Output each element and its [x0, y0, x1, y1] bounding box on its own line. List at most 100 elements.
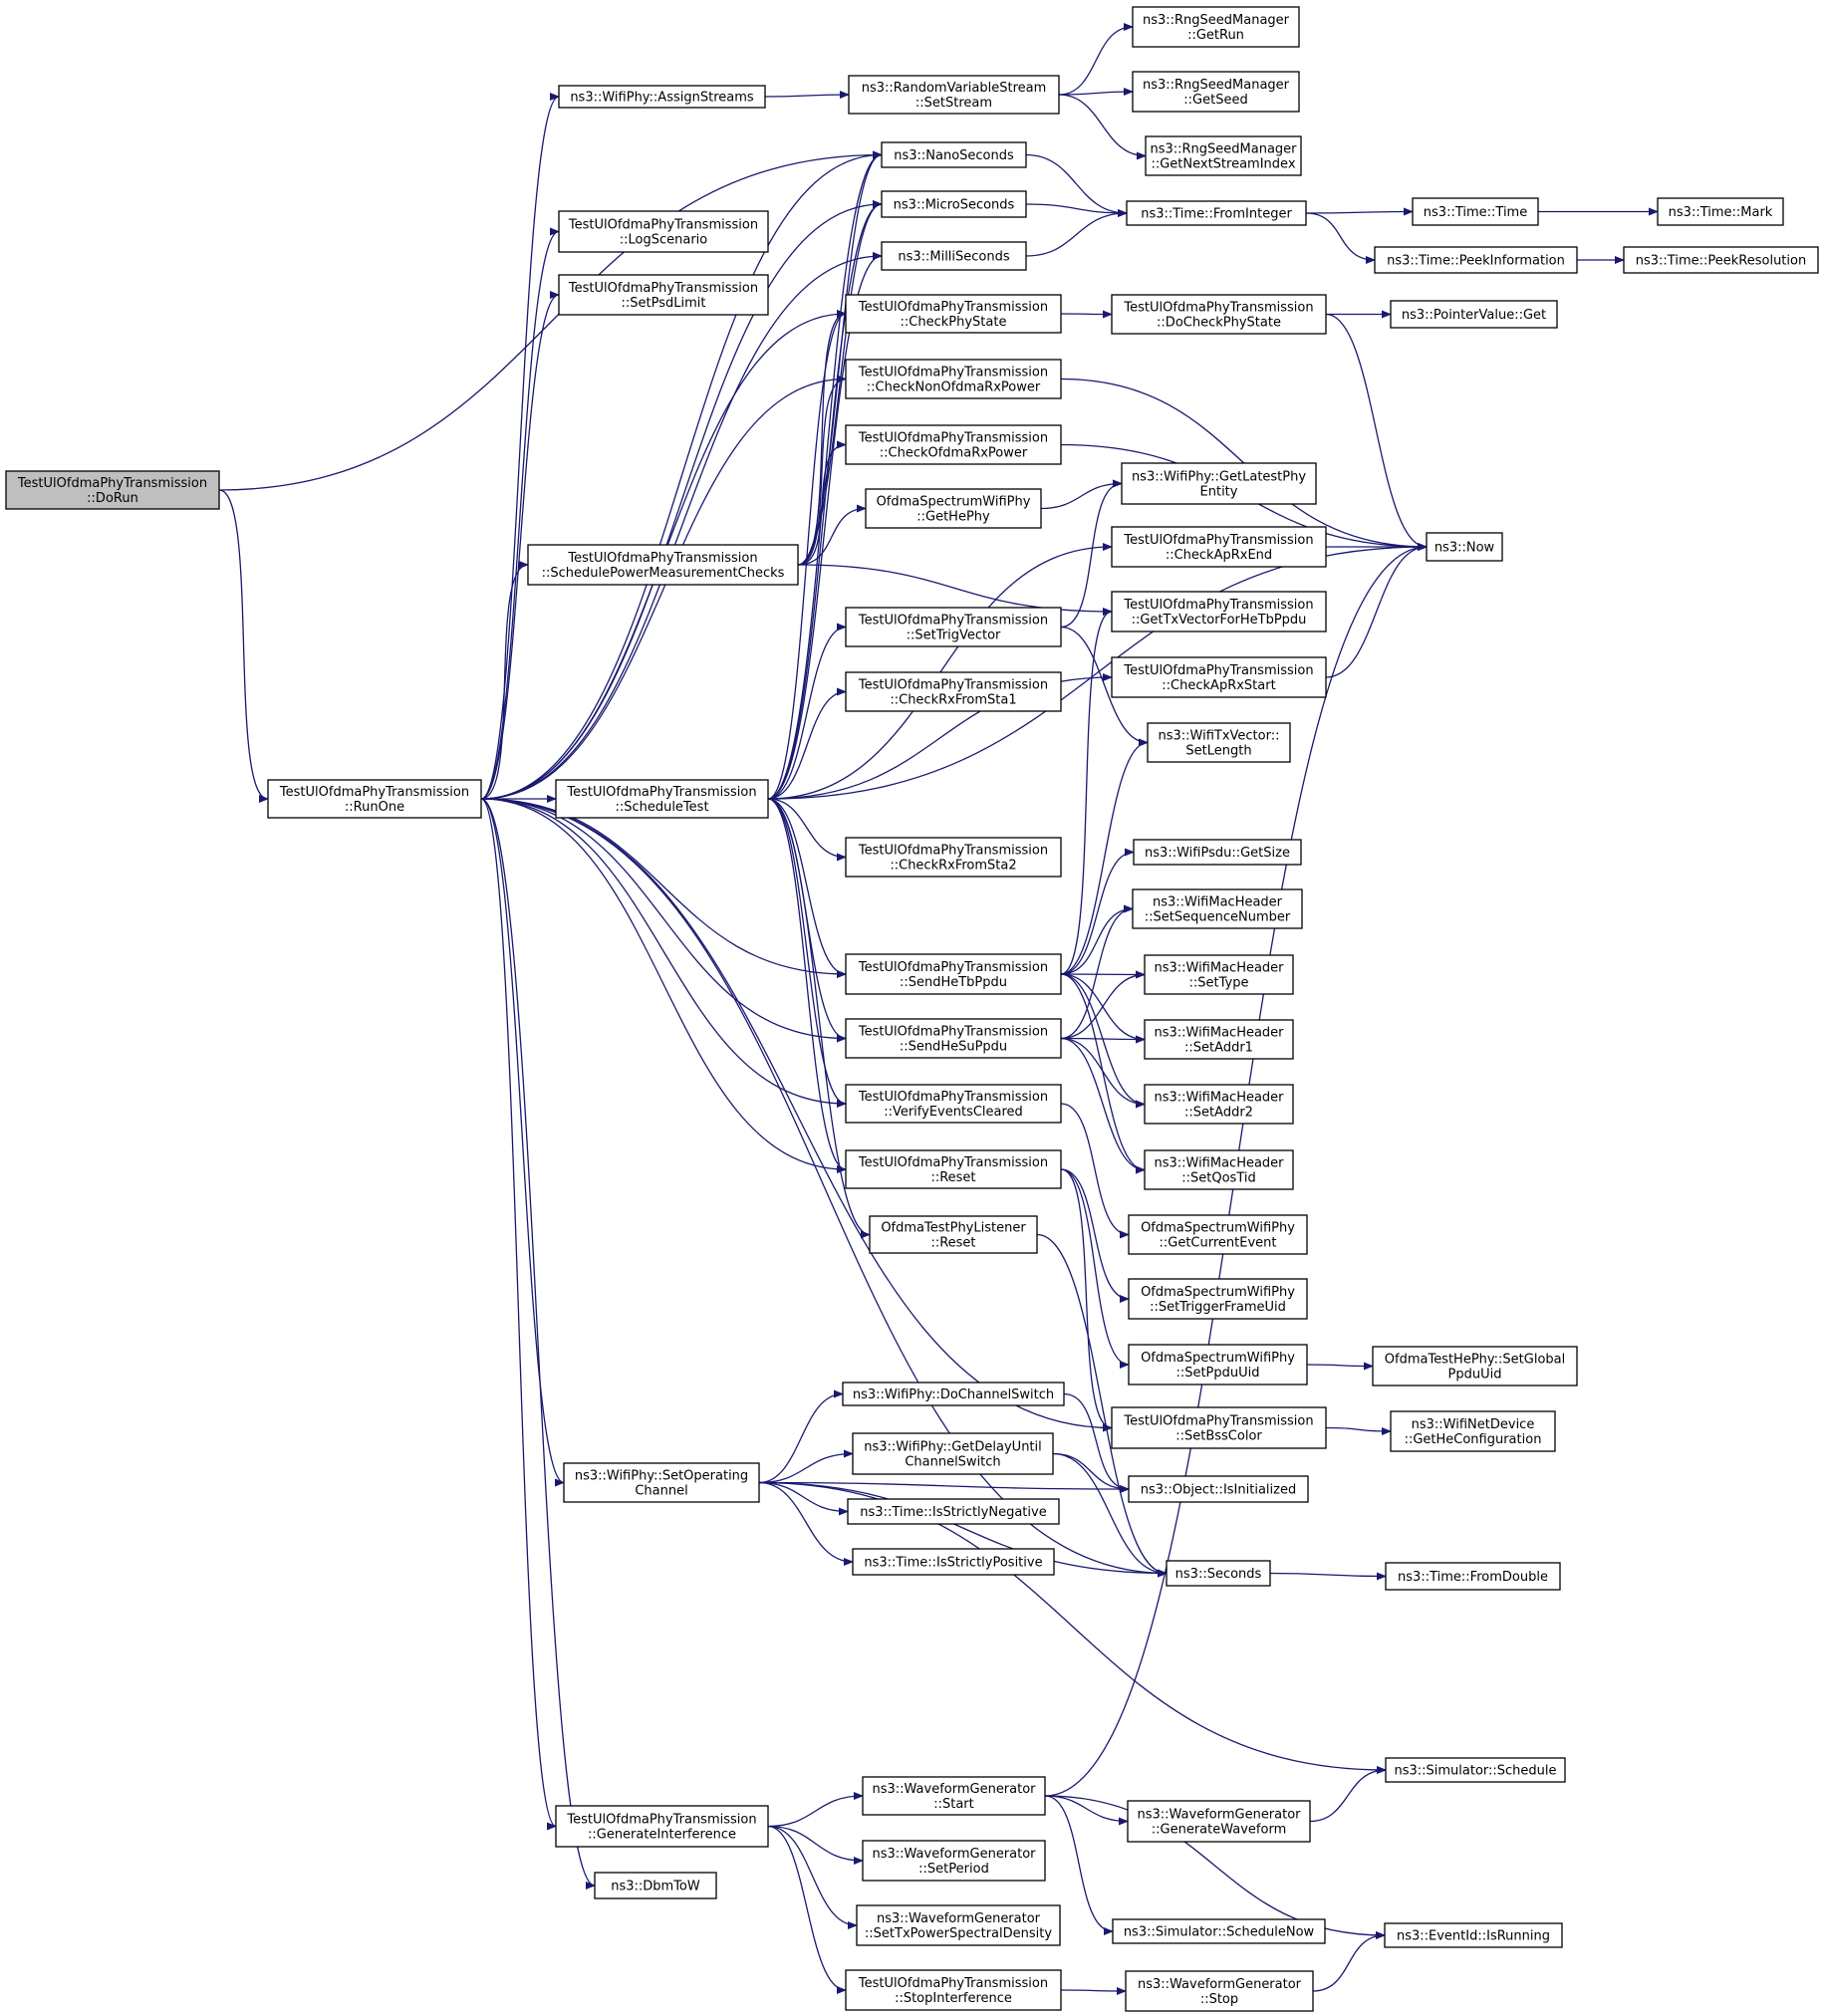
node-do-run[interactable]: TestUlOfdmaPhyTransmission::DoRun [5, 470, 220, 510]
node-box [845, 671, 1062, 712]
node-time-peek-info[interactable]: ns3::Time::PeekInformation [1374, 246, 1578, 274]
node-box [527, 544, 799, 586]
node-check-non-ofdma[interactable]: TestUlOfdmaPhyTransmission::CheckNonOfdm… [845, 359, 1062, 399]
node-rng-next-stream[interactable]: ns3::RngSeedManager::GetNextStreamIndex [1145, 135, 1302, 176]
node-label-line: ::DoRun [87, 491, 138, 506]
node-get-tx-vector[interactable]: TestUlOfdmaPhyTransmission::GetTxVectorF… [1111, 591, 1327, 632]
node-log-scenario[interactable]: TestUlOfdmaPhyTransmission::LogScenario [558, 210, 769, 253]
node-stop-interf[interactable]: TestUlOfdmaPhyTransmission::StopInterfer… [845, 1969, 1062, 2011]
node-label-line: ::SetPpduUid [1175, 1366, 1259, 1381]
node-rng-get-run[interactable]: ns3::RngSeedManager::GetRun [1132, 6, 1300, 48]
node-pointer-get[interactable]: ns3::PointerValue::Get [1390, 300, 1558, 329]
node-check-rx-sta2[interactable]: TestUlOfdmaPhyTransmission::CheckRxFromS… [845, 837, 1062, 878]
node-wg-generate[interactable]: ns3::WaveformGenerator::GenerateWaveform [1127, 1800, 1311, 1843]
node-time-time[interactable]: ns3::Time::Time [1412, 197, 1539, 226]
node-check-ofdma[interactable]: TestUlOfdmaPhyTransmission::CheckOfdmaRx… [845, 424, 1062, 465]
node-label-line: ns3::WaveformGenerator [872, 1782, 1036, 1797]
node-event-is-running[interactable]: ns3::EventId::IsRunning [1384, 1922, 1563, 1948]
node-now[interactable]: ns3::Now [1426, 532, 1503, 562]
node-box [1390, 300, 1558, 329]
node-box [1144, 1019, 1294, 1060]
node-box [845, 424, 1062, 465]
function-nodes: TestUlOfdmaPhyTransmission::DoRunTestUlO… [5, 6, 1819, 2012]
node-milli-seconds[interactable]: ns3::MilliSeconds [881, 241, 1027, 271]
node-assign-streams[interactable]: ns3::WifiPhy::AssignStreams [558, 85, 766, 109]
call-edge-send-he-tb-to-tx-vec-set-length [1060, 738, 1149, 975]
node-label-line: ns3::RngSeedManager [1143, 78, 1290, 93]
node-label-line: TestUlOfdmaPhyTransmission [858, 960, 1048, 975]
node-mac-set-type[interactable]: ns3::WifiMacHeader::SetType [1144, 954, 1294, 995]
node-peek-resolution[interactable]: ns3::Time::PeekResolution [1623, 246, 1819, 274]
node-schedule-test[interactable]: TestUlOfdmaPhyTransmission::ScheduleTest [555, 779, 769, 819]
node-mac-set-seq[interactable]: ns3::WifiMacHeader::SetSequenceNumber [1132, 888, 1303, 929]
node-set-ppdu-uid[interactable]: OfdmaSpectrumWifiPhy::SetPpduUid [1128, 1344, 1308, 1386]
node-time-from-double[interactable]: ns3::Time::FromDouble [1385, 1562, 1561, 1591]
node-label-line: TestUlOfdmaPhyTransmission [858, 614, 1048, 629]
node-tx-vec-set-length[interactable]: ns3::WifiTxVector::SetLength [1147, 722, 1291, 763]
node-wg-stop[interactable]: ns3::WaveformGenerator::Stop [1125, 1970, 1314, 2012]
node-check-ap-rx-end[interactable]: TestUlOfdmaPhyTransmission::CheckApRxEnd [1111, 526, 1327, 568]
node-set-psd-limit[interactable]: TestUlOfdmaPhyTransmission::SetPsdLimit [558, 274, 769, 316]
node-obj-is-init[interactable]: ns3::Object::IsInitialized [1128, 1475, 1309, 1503]
node-time-mark[interactable]: ns3::Time::Mark [1657, 197, 1784, 226]
call-edge-schedule-test-to-reset-t [767, 798, 847, 1173]
node-time-from-integer[interactable]: ns3::Time::FromInteger [1126, 200, 1307, 226]
node-set-trigger-uid[interactable]: OfdmaSpectrumWifiPhy::SetTriggerFrameUid [1128, 1278, 1308, 1320]
node-label-line: ns3::WifiPsdu::GetSize [1145, 846, 1290, 861]
node-box [862, 1840, 1046, 1882]
node-wg-set-period[interactable]: ns3::WaveformGenerator::SetPeriod [862, 1840, 1046, 1882]
node-listener-reset[interactable]: OfdmaTestPhyListener::Reset [869, 1215, 1038, 1254]
node-rng-get-seed[interactable]: ns3::RngSeedManager::GetSeed [1132, 71, 1300, 113]
call-edge-send-he-tb-to-mac-set-seq [1060, 904, 1134, 975]
node-is-strictly-neg[interactable]: ns3::Time::IsStrictlyNegative [847, 1498, 1060, 1525]
node-box [1111, 591, 1327, 632]
node-check-rx-sta1[interactable]: TestUlOfdmaPhyTransmission::CheckRxFromS… [845, 671, 1062, 712]
node-sched-power[interactable]: TestUlOfdmaPhyTransmission::SchedulePowe… [527, 544, 799, 586]
node-send-he-tb[interactable]: TestUlOfdmaPhyTransmission::SendHeTbPpdu [845, 953, 1062, 995]
node-get-he-config[interactable]: ns3::WifiNetDevice::GetHeConfiguration [1390, 1410, 1556, 1452]
node-sim-schedule-now[interactable]: ns3::Simulator::ScheduleNow [1112, 1918, 1326, 1944]
call-edge-run-one-to-set-psd-limit [480, 291, 560, 800]
node-mac-set-addr1[interactable]: ns3::WifiMacHeader::SetAddr1 [1144, 1019, 1294, 1060]
node-set-trig-vector[interactable]: TestUlOfdmaPhyTransmission::SetTrigVecto… [845, 607, 1062, 647]
node-set-bss-color[interactable]: TestUlOfdmaPhyTransmission::SetBssColor [1111, 1406, 1327, 1449]
node-mac-set-qos[interactable]: ns3::WifiMacHeader::SetQosTid [1144, 1149, 1294, 1190]
node-get-current-event[interactable]: OfdmaSpectrumWifiPhy::GetCurrentEvent [1128, 1214, 1308, 1255]
node-reset-t[interactable]: TestUlOfdmaPhyTransmission::Reset [845, 1149, 1062, 1189]
node-box [1385, 1562, 1561, 1591]
node-verify-events[interactable]: TestUlOfdmaPhyTransmission::VerifyEvents… [845, 1084, 1062, 1124]
call-edge-run-one-to-seconds [480, 798, 1168, 1578]
node-run-one[interactable]: TestUlOfdmaPhyTransmission::RunOne [267, 779, 482, 819]
node-label-line: ::GetCurrentEvent [1160, 1236, 1277, 1251]
node-mac-set-addr2[interactable]: ns3::WifiMacHeader::SetAddr2 [1144, 1084, 1294, 1125]
node-wg-set-tx-psd[interactable]: ns3::WaveformGenerator::SetTxPowerSpectr… [856, 1904, 1061, 1946]
node-micro-seconds[interactable]: ns3::MicroSeconds [881, 190, 1027, 218]
node-do-channel-switch[interactable]: ns3::WifiPhy::DoChannelSwitch [842, 1382, 1065, 1406]
node-box [881, 141, 1027, 168]
node-rvs-set-stream[interactable]: ns3::RandomVariableStream::SetStream [848, 75, 1060, 115]
node-label-line: ::LogScenario [620, 233, 708, 248]
node-is-strictly-pos[interactable]: ns3::Time::IsStrictlyPositive [852, 1548, 1055, 1576]
node-check-ap-rx-start[interactable]: TestUlOfdmaPhyTransmission::CheckApRxSta… [1111, 656, 1327, 698]
node-seconds[interactable]: ns3::Seconds [1166, 1560, 1271, 1587]
node-label-line: OfdmaTestPhyListener [881, 1221, 1026, 1236]
node-dbm-to-w[interactable]: ns3::DbmToW [594, 1872, 717, 1899]
node-gen-interf[interactable]: TestUlOfdmaPhyTransmission::GenerateInte… [555, 1805, 769, 1848]
node-nano-seconds[interactable]: ns3::NanoSeconds [881, 141, 1027, 168]
node-get-he-phy[interactable]: OfdmaSpectrumWifiPhy::GetHePhy [865, 488, 1042, 529]
node-do-check-phy-state[interactable]: TestUlOfdmaPhyTransmission::DoCheckPhySt… [1111, 294, 1327, 335]
node-wg-start[interactable]: ns3::WaveformGenerator::Start [862, 1776, 1046, 1816]
node-check-phy-state[interactable]: TestUlOfdmaPhyTransmission::CheckPhyStat… [845, 294, 1062, 334]
node-box [1623, 246, 1819, 274]
call-edge-time-from-integer-to-time-time [1305, 207, 1414, 216]
node-sim-schedule[interactable]: ns3::Simulator::Schedule [1385, 1757, 1566, 1783]
node-label-line: OfdmaSpectrumWifiPhy [877, 495, 1031, 510]
node-send-he-su[interactable]: TestUlOfdmaPhyTransmission::SendHeSuPpdu [845, 1018, 1062, 1059]
node-label-line: ns3::NanoSeconds [894, 148, 1014, 163]
node-psdu-get-size[interactable]: ns3::WifiPsdu::GetSize [1133, 839, 1302, 866]
